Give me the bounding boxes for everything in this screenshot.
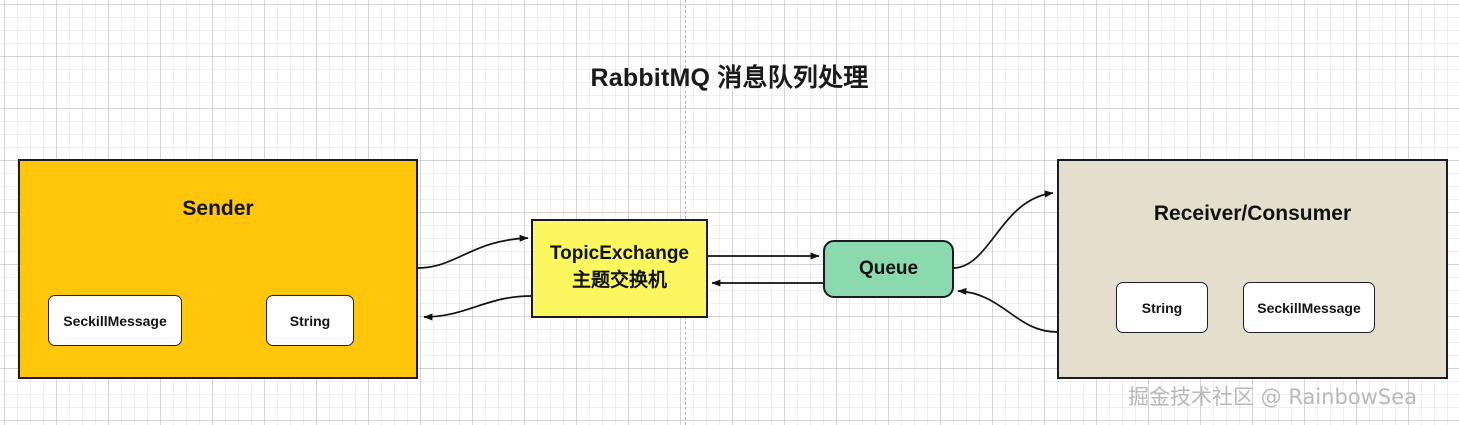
arrow-receiver-to-queue (957, 287, 1058, 333)
chip-sender-seckillmessage[interactable]: SeckillMessage (48, 295, 182, 346)
arrow-queue-to-receiver (953, 190, 1054, 269)
node-receiver-consumer[interactable]: Receiver/Consumer (1057, 159, 1448, 379)
arrow-exchange-to-sender (423, 295, 532, 321)
watermark-text: 掘金技术社区 @ RainbowSea (1128, 385, 1417, 409)
node-sender[interactable]: Sender (18, 159, 418, 379)
node-topic-exchange-label: TopicExchange 主题交换机 (549, 243, 689, 291)
node-topic-exchange[interactable]: TopicExchange 主题交换机 (531, 219, 708, 318)
page-title: RabbitMQ 消息队列处理 (590, 64, 869, 92)
chip-receiver-string[interactable]: String (1116, 282, 1208, 333)
node-queue-label: Queue (858, 258, 919, 279)
node-queue[interactable]: Queue (823, 240, 954, 298)
node-receiver-consumer-label: Receiver/Consumer (1153, 202, 1352, 225)
chip-sender-string[interactable]: String (266, 295, 354, 346)
node-sender-label: Sender (182, 197, 254, 220)
arrow-sender-to-exchange (417, 234, 529, 269)
vertical-guide-line (685, 0, 686, 425)
chip-receiver-seckillmessage[interactable]: SeckillMessage (1243, 282, 1375, 333)
